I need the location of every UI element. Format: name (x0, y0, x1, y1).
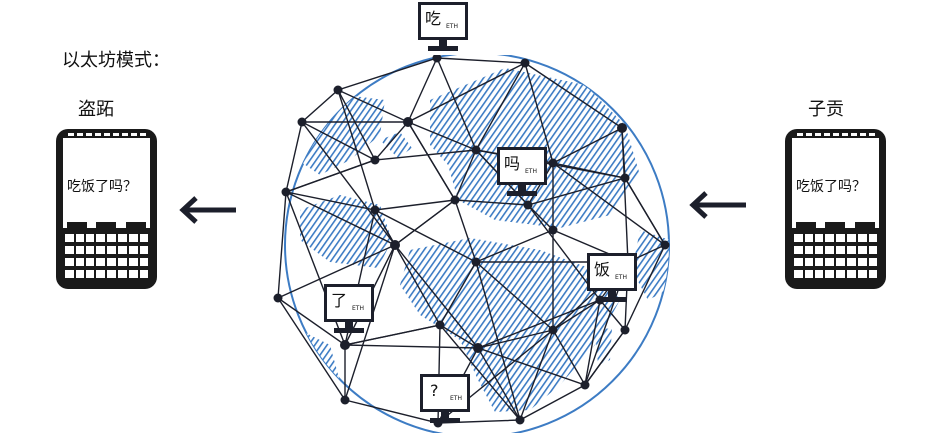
monitor-node-center: 吗 ETH (497, 147, 547, 199)
monitor-icon (420, 374, 470, 423)
node-char: 饭 (594, 260, 611, 279)
monitor-node-left: 了 ETH (324, 284, 374, 336)
node-char: 了 (331, 291, 348, 310)
monitor-icon (324, 284, 374, 333)
left-phone-message: 吃饭了吗？ (67, 179, 137, 195)
node-unit: ETH (525, 168, 537, 175)
node-char: 吃 (425, 9, 442, 28)
monitor-icon (497, 147, 547, 196)
node-char: ? (430, 381, 439, 400)
right-phone: 吃饭了吗？ (784, 128, 887, 290)
monitor-node-top: 吃 ETH (418, 2, 468, 54)
monitor-icon (587, 253, 637, 302)
node-unit: ETH (450, 395, 462, 402)
right-phone-message: 吃饭了吗？ (796, 179, 866, 195)
monitor-icon (418, 2, 468, 51)
node-char: 吗 (504, 154, 521, 173)
globe-network (273, 55, 670, 433)
left-user-name: 盗跖 (78, 99, 114, 120)
page-title: 以太坊模式： (62, 50, 170, 71)
phone-icon (56, 129, 157, 289)
node-unit: ETH (446, 23, 458, 30)
right-arrow-icon (689, 191, 746, 219)
phone-icon (785, 129, 886, 289)
node-unit: ETH (615, 274, 627, 281)
right-user-name: 子贡 (808, 99, 844, 120)
monitor-node-bottom: ? ETH (420, 374, 470, 426)
network-nodes (273, 55, 670, 428)
node-unit: ETH (352, 305, 364, 312)
left-phone: 吃饭了吗？ (55, 128, 158, 290)
left-arrow-icon (179, 196, 236, 224)
monitor-node-right: 饭 ETH (587, 253, 637, 305)
